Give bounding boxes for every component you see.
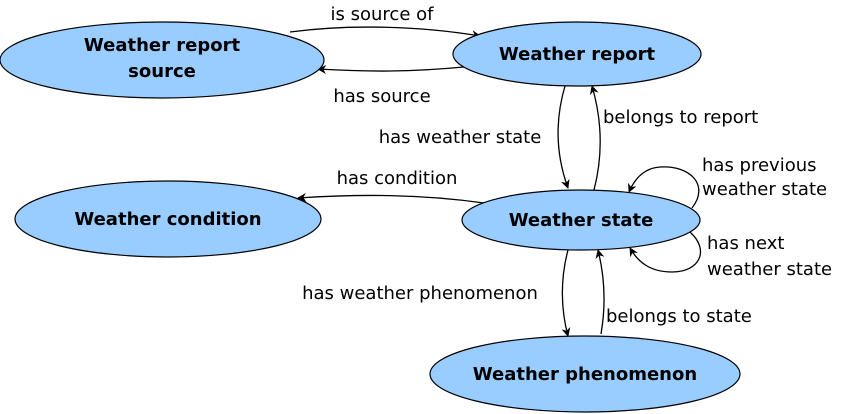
- edge-belongs-to-state-label: belongs to state: [606, 306, 752, 327]
- edge-has-next-weather-state-line: [629, 231, 702, 273]
- edge-has-source: has source: [317, 64, 465, 107]
- edge-belongs-to-report-label: belongs to report: [603, 107, 758, 128]
- edge-has-condition-line: [297, 192, 485, 204]
- node-weather-state: Weather state: [461, 189, 701, 251]
- edge-has-previous-label-line2: weather state: [702, 179, 827, 200]
- edge-has-previous-label-line1: has previous: [702, 155, 817, 176]
- node-weather-state-label: Weather state: [509, 210, 654, 231]
- node-weather-report-source-line1: Weather report: [84, 35, 241, 56]
- node-weather-phenomenon-label: Weather phenomenon: [473, 364, 697, 385]
- edge-has-next-label-line1: has next: [707, 233, 784, 254]
- node-weather-report-source: Weather report source: [0, 21, 325, 99]
- node-weather-report-shape: [452, 21, 702, 87]
- edge-has-next-label-line2: weather state: [707, 259, 832, 280]
- edge-has-previous-weather-state: has previous weather state: [628, 155, 827, 209]
- edge-belongs-to-report-line: [589, 85, 601, 191]
- node-weather-condition-label: Weather condition: [74, 209, 261, 230]
- node-weather-report-source-shape: [0, 21, 325, 99]
- edge-is-source-of: is source of: [289, 4, 481, 40]
- node-weather-report-source-line2: source: [128, 61, 196, 82]
- edge-has-weather-state-label: has weather state: [379, 127, 542, 148]
- node-weather-phenomenon-shape: [429, 335, 741, 413]
- edge-has-weather-state: has weather state: [379, 85, 570, 189]
- node-weather-condition-shape: [14, 180, 322, 258]
- edge-has-weather-phenomenon-line: [561, 249, 571, 337]
- edge-has-next-weather-state: has next weather state: [629, 231, 832, 280]
- node-weather-report-label: Weather report: [499, 44, 656, 65]
- edge-has-source-line: [317, 64, 465, 74]
- node-weather-condition: Weather condition: [14, 180, 322, 258]
- edge-has-condition: has condition: [297, 168, 485, 204]
- node-weather-state-shape: [461, 189, 701, 251]
- edge-belongs-to-state: belongs to state: [595, 249, 752, 335]
- node-weather-report: Weather report: [452, 21, 702, 87]
- edge-has-previous-weather-state-line: [628, 166, 700, 209]
- edge-is-source-of-line: [289, 26, 481, 40]
- edge-has-weather-state-line: [557, 85, 570, 189]
- edge-has-source-label: has source: [333, 86, 430, 107]
- edge-is-source-of-label: is source of: [331, 4, 435, 25]
- edge-has-condition-label: has condition: [337, 168, 458, 189]
- edge-belongs-to-report: belongs to report: [589, 85, 758, 191]
- node-weather-phenomenon: Weather phenomenon: [429, 335, 741, 413]
- edge-belongs-to-state-line: [595, 249, 605, 335]
- edge-has-weather-phenomenon: has weather phenomenon: [302, 249, 571, 337]
- edge-has-weather-phenomenon-label: has weather phenomenon: [302, 283, 538, 304]
